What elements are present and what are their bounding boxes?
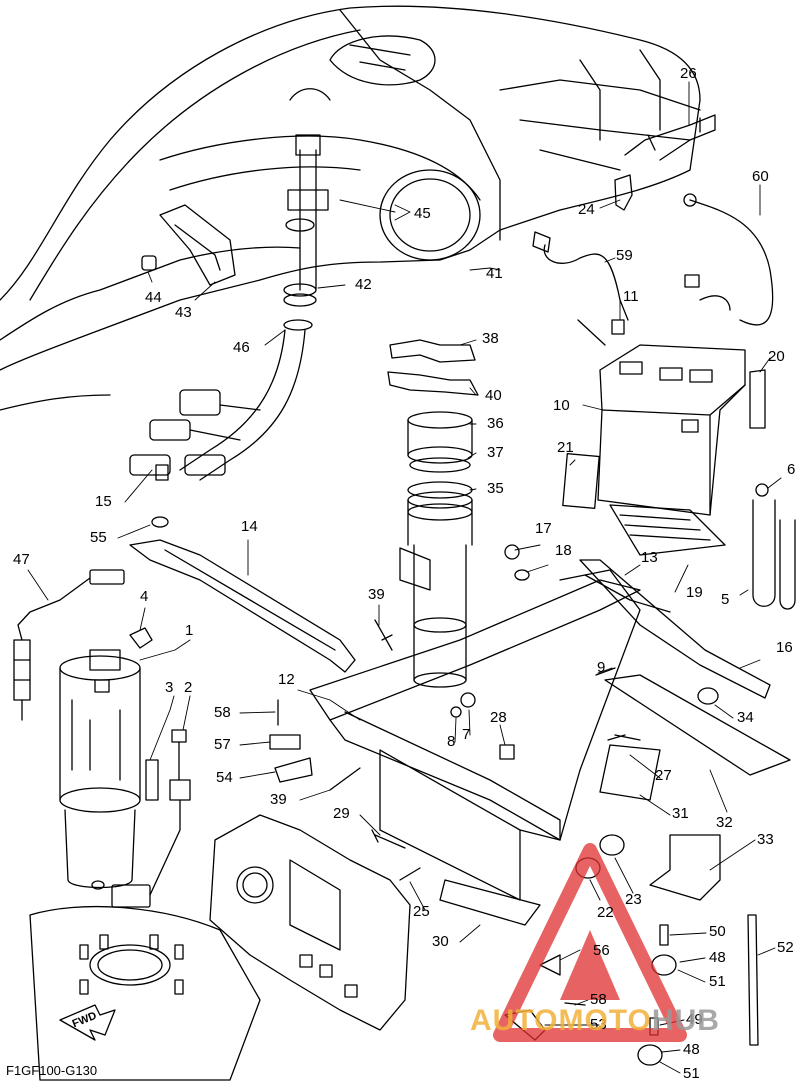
callout-42: 42	[355, 276, 372, 293]
callout-48-top: 48	[709, 949, 726, 966]
hull-deck	[0, 5, 701, 411]
callout-18: 18	[555, 542, 572, 559]
callout-16: 16	[776, 639, 793, 656]
callout-8: 8	[447, 733, 456, 750]
callout-41: 41	[486, 265, 503, 282]
callout-47: 47	[13, 551, 30, 568]
callout-59: 59	[616, 247, 633, 264]
callout-51-bottom: 51	[683, 1065, 700, 1082]
callout-31: 31	[672, 805, 689, 822]
callout-30: 30	[432, 933, 449, 950]
callout-29: 29	[333, 805, 350, 822]
watermark-triangle	[493, 843, 687, 1042]
fasteners	[151, 464, 759, 1066]
diagram-code: F1GF100-G130	[6, 1063, 98, 1078]
callout-2: 2	[184, 679, 193, 696]
callout-25: 25	[413, 903, 430, 920]
callout-3: 3	[165, 679, 174, 696]
electrical-box	[209, 814, 411, 1031]
fuel-hose	[129, 88, 331, 481]
callout-26: 26	[680, 65, 697, 82]
callout-4: 4	[140, 588, 149, 605]
callout-49: 49	[686, 1011, 703, 1028]
leader-lines	[27, 81, 782, 1074]
callout-14: 14	[241, 518, 258, 535]
fuel-pump	[59, 627, 191, 908]
callout-15: 15	[95, 493, 112, 510]
callout-51-top: 51	[709, 973, 726, 990]
callout-38: 38	[482, 330, 499, 347]
bracket-43	[141, 204, 236, 286]
callout-56: 56	[593, 942, 610, 959]
plates	[439, 674, 791, 926]
watermark-logo: AUTOMOTOHUB	[470, 1004, 720, 1038]
callout-22: 22	[597, 904, 614, 921]
callout-58-top: 58	[214, 704, 231, 721]
filter-canister	[399, 411, 473, 688]
callout-27: 27	[655, 767, 672, 784]
callout-39-top: 39	[368, 586, 385, 603]
callout-20: 20	[768, 348, 785, 365]
callout-21: 21	[557, 439, 574, 456]
callout-7: 7	[462, 726, 471, 743]
callout-1: 1	[185, 622, 194, 639]
callout-45: 45	[414, 205, 431, 222]
callout-43: 43	[175, 304, 192, 321]
callout-28: 28	[490, 709, 507, 726]
callout-50: 50	[709, 923, 726, 940]
battery-strap	[387, 339, 479, 396]
callout-58-bottom: 58	[590, 991, 607, 1008]
callout-54: 54	[216, 769, 233, 786]
callout-11: 11	[623, 288, 639, 305]
battery-bracket	[614, 114, 716, 211]
battery-assembly	[532, 193, 796, 610]
callout-12: 12	[278, 671, 295, 688]
callout-40: 40	[485, 387, 502, 404]
watermark-part-moto: MOTO	[558, 1004, 652, 1037]
frame	[129, 539, 771, 901]
callout-13: 13	[641, 549, 658, 566]
callout-36: 36	[487, 415, 504, 432]
callout-52: 52	[777, 939, 794, 956]
callout-10: 10	[553, 397, 570, 414]
callout-33: 33	[757, 831, 774, 848]
sensor-47	[13, 569, 125, 721]
callout-23: 23	[625, 891, 642, 908]
callout-48-bottom: 48	[683, 1041, 700, 1058]
fuel-tank	[29, 905, 261, 1081]
callout-37: 37	[487, 444, 504, 461]
watermark-part-hub: HUB	[651, 1004, 720, 1037]
callout-46: 46	[233, 339, 250, 356]
callout-19: 19	[686, 584, 703, 601]
callout-6: 6	[787, 461, 796, 478]
callout-60: 60	[752, 168, 769, 185]
callout-34: 34	[737, 709, 754, 726]
callout-55: 55	[90, 529, 107, 546]
callout-17: 17	[535, 520, 552, 537]
callout-24: 24	[578, 201, 595, 218]
callout-44: 44	[145, 289, 162, 306]
callout-57: 57	[214, 736, 231, 753]
callout-32: 32	[716, 814, 733, 831]
callout-39-bottom: 39	[270, 791, 287, 808]
callout-35: 35	[487, 480, 504, 497]
callout-5: 5	[721, 591, 730, 608]
watermark-part-auto: AUTO	[470, 1004, 559, 1037]
callout-53: 53	[590, 1016, 607, 1033]
callout-9: 9	[597, 659, 606, 676]
